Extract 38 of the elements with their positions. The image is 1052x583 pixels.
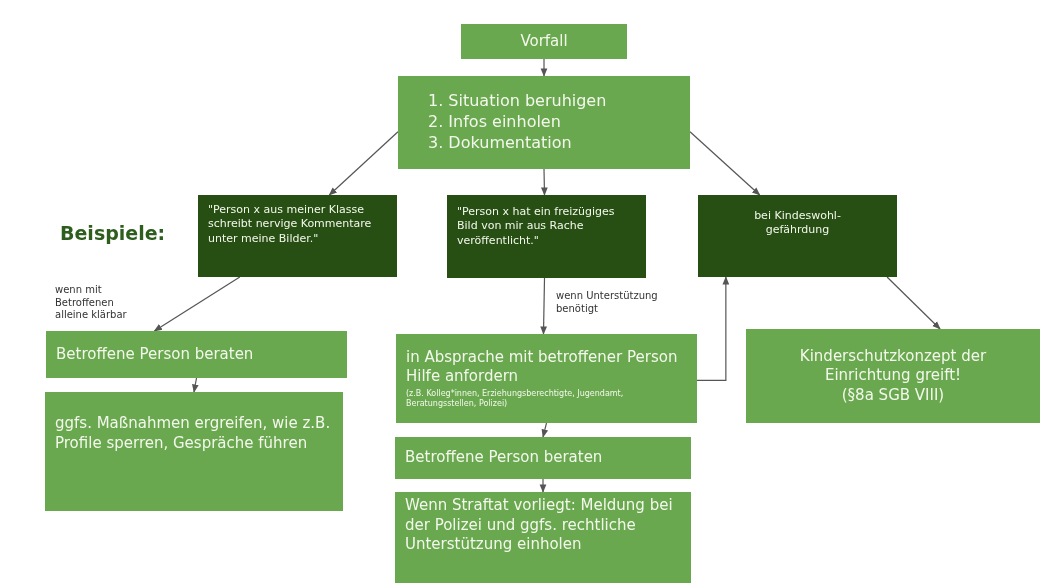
- arrow: [541, 422, 549, 438]
- arrow: [539, 478, 547, 493]
- arrow: [696, 276, 730, 381]
- arrow: [153, 276, 241, 332]
- arrow: [886, 276, 941, 330]
- box-text: bei Kindeswohl-gefährdung: [753, 209, 842, 238]
- heading: Beispiele:: [60, 222, 166, 244]
- process-box: [45, 392, 343, 511]
- box-text: 1. Situation beruhigen: [428, 91, 608, 113]
- box-text: Wenn Straftat vorliegt: Meldung bei der Polizei und ggfs. rechtliche Unterstützung einholen: [405, 496, 674, 555]
- example-box: [698, 195, 897, 277]
- arrow: [541, 168, 548, 196]
- process-box: [395, 437, 691, 479]
- process-box: [746, 329, 1040, 423]
- box-text: Kinderschutzkonzept der Einrichtung greift!: [798, 346, 988, 386]
- box-text: Betroffene Person beraten: [56, 344, 255, 365]
- box-text: "Person x aus meiner Klasse schreibt nervige Kommentare unter meine Bilder.": [208, 203, 373, 246]
- arrow: [540, 277, 547, 335]
- box-text: in Absprache mit betroffener Person Hilfe anfordern: [406, 347, 679, 387]
- box-text: Betroffene Person beraten: [405, 448, 604, 468]
- box-text: (z.B. Kolleg*innen, Erziehungsberechtigte, Jugendamt, Beratungsstellen, Polizei): [406, 388, 625, 410]
- process-box: [461, 24, 627, 59]
- arrow: [328, 131, 399, 196]
- box-text: (§8a SGB VIII): [840, 385, 946, 406]
- arrow: [689, 131, 761, 196]
- process-box: [398, 76, 690, 169]
- example-box: [447, 195, 646, 278]
- box-text: 2. Infos einholen: [428, 112, 562, 133]
- process-box: [46, 331, 347, 378]
- box-text: Vorfall: [519, 31, 569, 52]
- arrow: [540, 58, 548, 77]
- box-text: "Person x hat ein freizügiges Bild von mir aus Rache veröffentlicht.": [457, 205, 616, 248]
- example-box: [198, 195, 397, 277]
- process-box: [395, 492, 691, 583]
- box-text: 3. Dokumentation: [428, 132, 573, 154]
- box-text: ggfs. Maßnahmen ergreifen, wie z.B. Profile sperren, Gespräche führen: [55, 414, 332, 453]
- arrow: [192, 377, 199, 393]
- process-box: [396, 334, 697, 423]
